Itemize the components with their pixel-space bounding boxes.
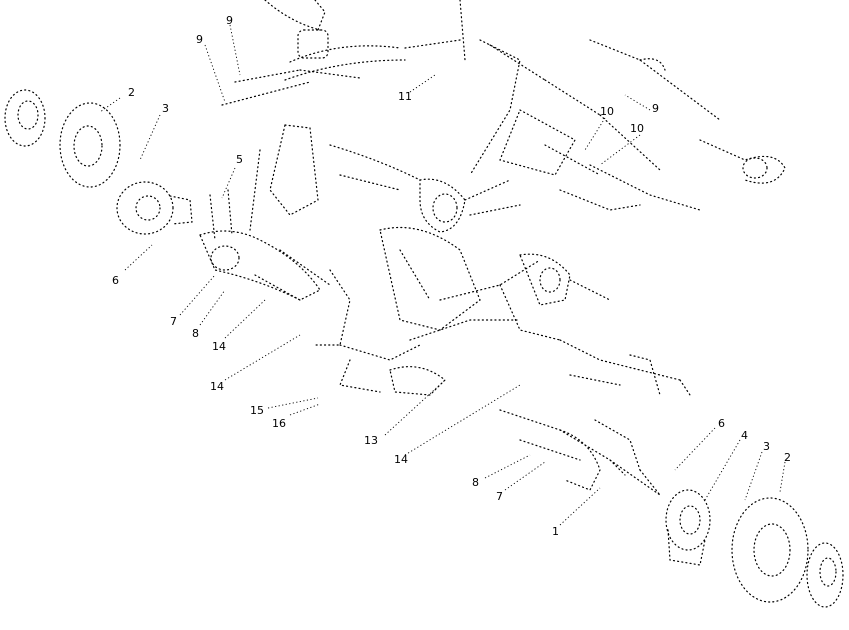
centre-body bbox=[314, 226, 561, 396]
callout-2-right: 2 bbox=[784, 451, 791, 464]
callout-3-left: 3 bbox=[162, 102, 169, 115]
callout-11: 11 bbox=[398, 90, 412, 103]
callout-1: 1 bbox=[552, 525, 559, 538]
callout-9-c: 9 bbox=[652, 102, 659, 115]
callout-6-right: 6 bbox=[718, 417, 725, 430]
callout-8-left: 8 bbox=[192, 327, 199, 340]
left-middle-housing bbox=[199, 189, 331, 301]
part-outlines bbox=[4, 0, 844, 608]
callout-9-b: 9 bbox=[226, 14, 233, 27]
callout-14-c: 14 bbox=[394, 453, 408, 466]
right-upper-arm bbox=[544, 39, 786, 211]
callout-7-left: 7 bbox=[170, 315, 177, 328]
callout-5: 5 bbox=[236, 153, 243, 166]
callout-13: 13 bbox=[364, 434, 378, 447]
callout-10-b: 10 bbox=[630, 122, 644, 135]
right-centre-link bbox=[519, 253, 691, 396]
callout-15: 15 bbox=[250, 404, 264, 417]
callout-10-a: 10 bbox=[600, 105, 614, 118]
callout-3-right: 3 bbox=[763, 440, 770, 453]
callout-9-a: 9 bbox=[196, 33, 203, 46]
left-hub-assembly bbox=[4, 89, 193, 235]
callout-14-a: 14 bbox=[212, 340, 226, 353]
callout-14-b: 14 bbox=[210, 380, 224, 393]
callout-4: 4 bbox=[741, 429, 748, 442]
leader-lines bbox=[99, 24, 786, 526]
central-arm-assembly bbox=[249, 39, 701, 233]
callout-16: 16 bbox=[272, 417, 286, 430]
upper-support-bracket bbox=[221, 0, 466, 106]
callout-6-left: 6 bbox=[112, 274, 119, 287]
callout-labels: 2 3 5 6 7 8 14 14 15 16 13 14 8 7 1 6 4 … bbox=[112, 14, 791, 538]
callout-7-right: 7 bbox=[496, 490, 503, 503]
callout-2-left: 2 bbox=[128, 86, 135, 99]
lower-right-axle bbox=[499, 409, 844, 608]
callout-8-right: 8 bbox=[472, 476, 479, 489]
